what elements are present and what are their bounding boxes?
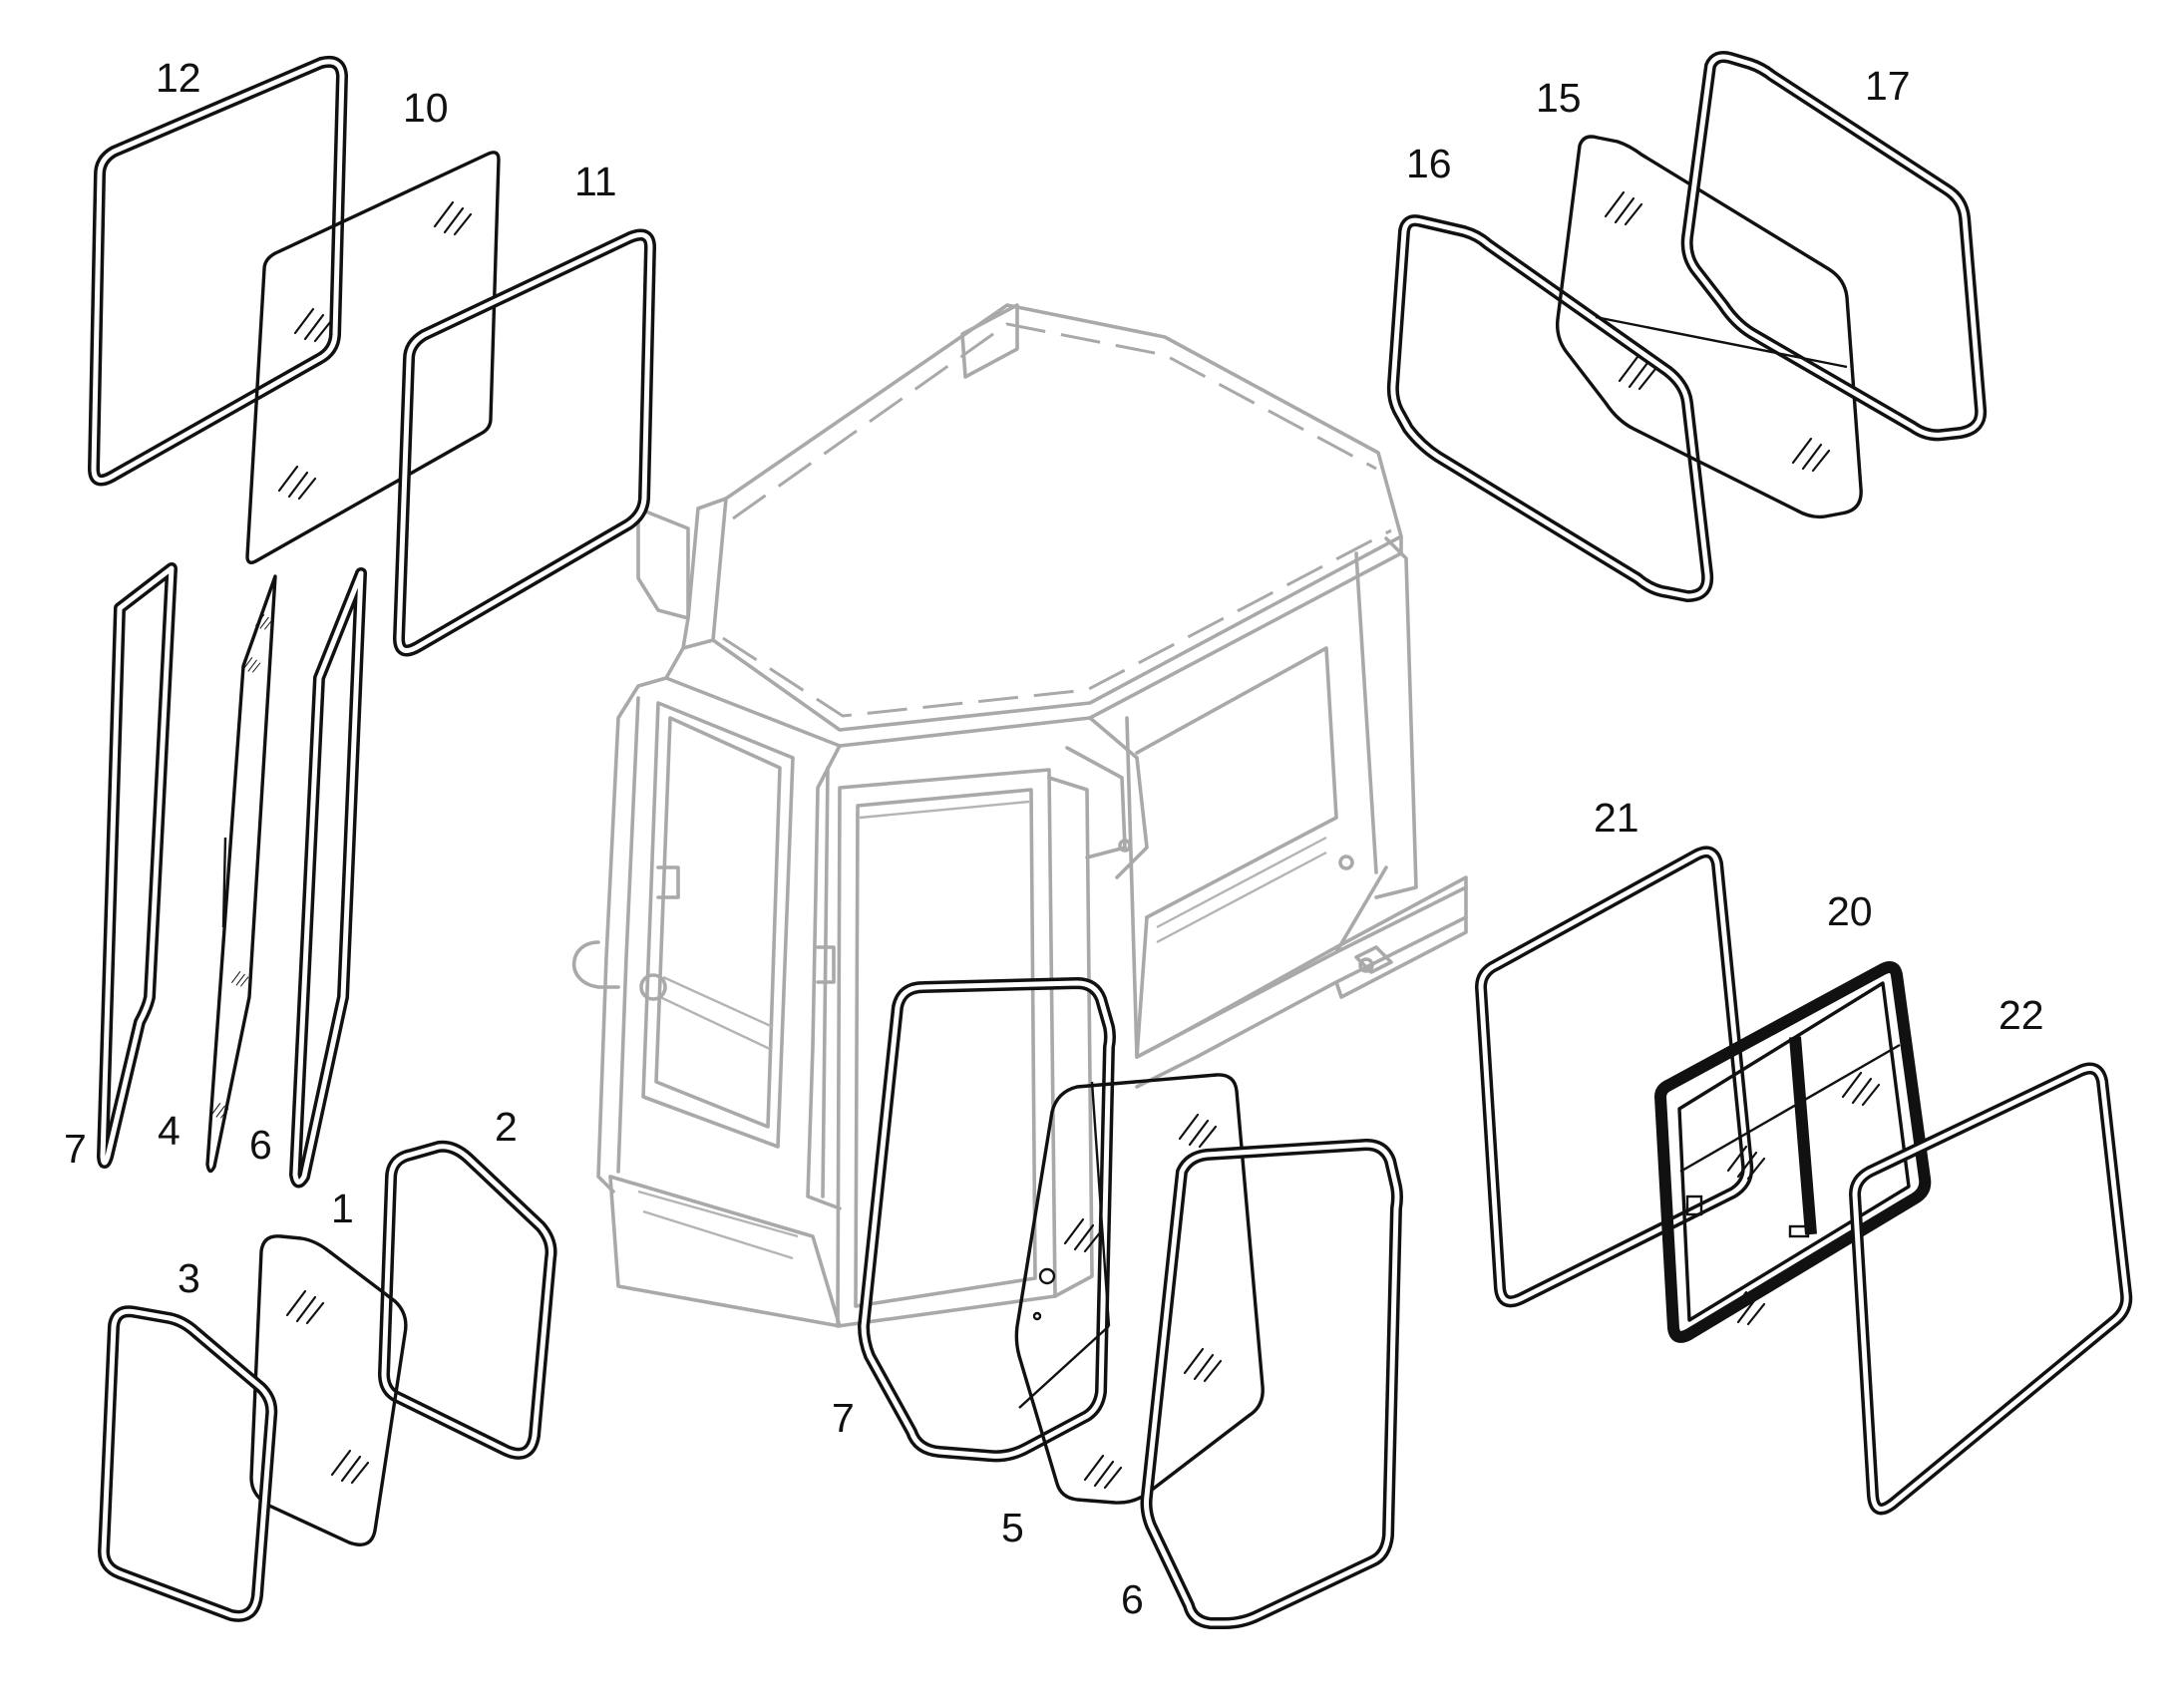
callout-4: 4: [158, 1108, 181, 1154]
sliding-window-frame-20: [1654, 961, 1932, 1343]
callout-11: 11: [574, 159, 617, 204]
roof-side-seal-16: [1386, 214, 1714, 602]
sliding-window-seal-22: [1849, 1062, 2133, 1516]
callout-labels: 12 10 11 15 16 17 7 4 6 2 1 3 21 20 22 7…: [64, 55, 2044, 1622]
callout-21: 21: [1594, 795, 1639, 841]
roof-side-glass-15: [1555, 135, 1863, 519]
side-window-seal-6: [289, 567, 367, 1189]
rear-window-seal-12: [88, 55, 348, 487]
callout-6-left: 6: [249, 1122, 272, 1168]
callout-7-left: 7: [64, 1126, 87, 1172]
rear-window-glass-10: [245, 151, 501, 564]
callout-15: 15: [1536, 75, 1582, 121]
callout-7-center: 7: [832, 1395, 855, 1441]
callout-22: 22: [1998, 992, 2044, 1038]
cab-frame: [571, 303, 1468, 1328]
door-window-seal-3: [98, 1305, 278, 1622]
callout-1: 1: [331, 1186, 354, 1231]
side-window-glass-4: [205, 574, 277, 1174]
side-window-seal-7: [97, 562, 178, 1169]
door-window-seal-2: [378, 1140, 557, 1460]
front-door-seal-6: [1140, 1139, 1403, 1629]
callout-16: 16: [1406, 141, 1452, 186]
sliding-window-seal-21: [1475, 846, 1754, 1308]
callout-3: 3: [178, 1255, 200, 1301]
callout-5: 5: [1001, 1505, 1024, 1550]
rear-window-seal-11: [393, 228, 656, 657]
front-door-seal-7: [858, 977, 1116, 1463]
callout-17: 17: [1865, 63, 1911, 109]
callout-6-center: 6: [1121, 1576, 1144, 1622]
callout-20: 20: [1827, 888, 1873, 934]
callout-12: 12: [156, 55, 201, 101]
callout-10: 10: [403, 85, 449, 131]
callout-2: 2: [495, 1104, 518, 1150]
roof-side-seal-17: [1680, 51, 1988, 442]
